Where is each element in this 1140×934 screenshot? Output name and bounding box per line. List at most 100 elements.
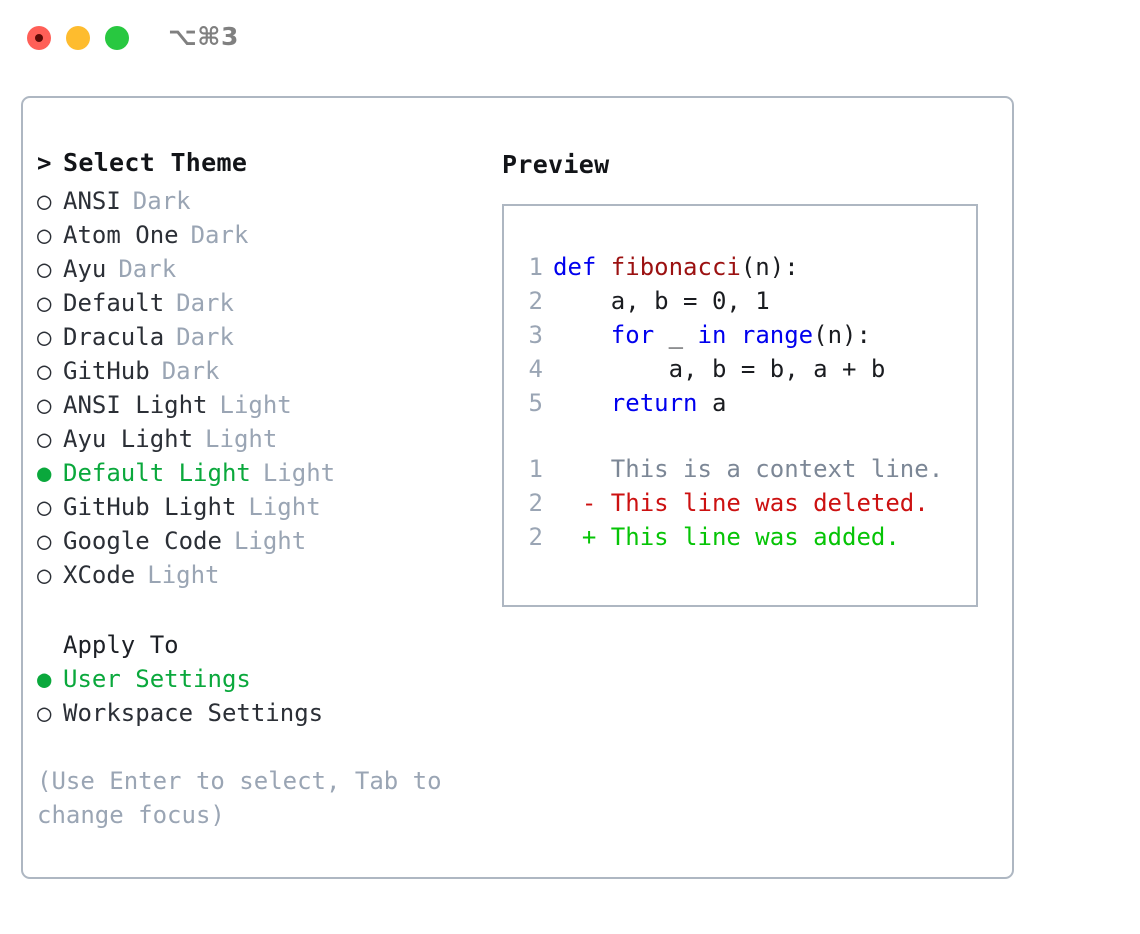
diff-text: This line was added.	[596, 523, 900, 551]
apply-to-list-item[interactable]: ○ Workspace Settings	[37, 696, 487, 730]
code-token: fibonacci	[610, 253, 741, 281]
radio-selected-icon: ●	[37, 665, 52, 693]
diff-line-number: 2	[528, 523, 543, 551]
diff-sample-block: 1 This is a context line.2 - This line w…	[504, 452, 976, 554]
theme-variant-tag: Light	[219, 391, 292, 419]
diff-line: 2 + This line was added.	[504, 520, 976, 554]
theme-variant-tag: Dark	[132, 187, 191, 215]
code-line-number: 4	[528, 355, 543, 383]
maximize-window-button[interactable]	[105, 26, 129, 50]
theme-variant-tag: Dark	[118, 255, 177, 283]
apply-to-spacer-icon	[37, 628, 63, 662]
theme-name-label: Ayu Light	[63, 425, 194, 453]
radio-selected-icon: ●	[37, 459, 52, 487]
window-titlebar: ⌥⌘3	[0, 0, 1140, 78]
diff-marker: +	[553, 523, 597, 551]
apply-to-list-item[interactable]: ● User Settings	[37, 662, 487, 696]
theme-variant-tag: Light	[233, 527, 307, 555]
code-line-number: 3	[528, 321, 543, 349]
theme-list-item[interactable]: ○ Dracula Dark	[37, 320, 487, 354]
theme-name-label: Default	[63, 289, 165, 317]
theme-list-item[interactable]: ○ Google Code Light	[37, 524, 487, 558]
diff-line: 2 - This line was deleted.	[504, 486, 976, 520]
theme-name-label: ANSI	[63, 187, 121, 215]
theme-name-label: Ayu	[63, 255, 107, 283]
code-token	[553, 318, 611, 352]
keyboard-hint-text: (Use Enter to select, Tab to change focu…	[37, 767, 442, 829]
prompt-caret-icon: >	[37, 149, 52, 177]
radio-unselected-icon: ○	[37, 323, 52, 351]
theme-variant-tag: Light	[205, 425, 278, 453]
theme-list-item[interactable]: ○ Default Dark	[37, 286, 487, 320]
theme-name-label: Google Code	[63, 527, 222, 555]
close-window-button[interactable]	[27, 26, 51, 50]
radio-unselected-icon: ○	[37, 187, 52, 215]
apply-to-list: ● User Settings ○ Workspace Settings	[37, 662, 487, 730]
theme-variant-tag: Dark	[176, 323, 234, 351]
theme-name-label: Default Light	[63, 459, 251, 487]
code-line-number: 5	[528, 389, 543, 417]
diff-text: This is a context line.	[596, 455, 944, 483]
code-line-number: 1	[528, 253, 543, 281]
apply-to-label: User Settings	[63, 665, 251, 693]
apply-to-label: Workspace Settings	[63, 699, 324, 727]
diff-line-number: 1	[528, 455, 543, 483]
apply-to-section: Apply To ● User Settings ○ Workspace Settin…	[37, 628, 487, 730]
code-line: 3 for _ in range(n):	[504, 318, 976, 352]
diff-text: This line was deleted.	[596, 489, 929, 517]
code-diff-spacer	[504, 420, 976, 452]
apply-to-header: Apply To	[37, 628, 487, 662]
radio-unselected-icon: ○	[37, 289, 52, 317]
theme-list-item[interactable]: ● Default Light Light	[37, 456, 487, 490]
theme-name-label: ANSI Light	[63, 391, 208, 419]
radio-unselected-icon: ○	[37, 561, 52, 589]
traffic-light-buttons	[27, 26, 129, 50]
diff-line: 1 This is a context line.	[504, 452, 976, 486]
radio-unselected-icon: ○	[37, 493, 52, 521]
radio-unselected-icon: ○	[37, 221, 52, 249]
minimize-window-button[interactable]	[66, 26, 90, 50]
theme-variant-tag: Light	[248, 493, 321, 521]
radio-unselected-icon: ○	[37, 255, 52, 283]
theme-variant-tag: Light	[262, 459, 336, 487]
code-token: a, b = 0, 1	[553, 287, 770, 315]
code-token: a, b = b, a + b	[553, 355, 886, 383]
theme-variant-tag: Light	[147, 561, 220, 589]
code-line: 4 a, b = b, a + b	[504, 352, 976, 386]
select-theme-title: Select Theme	[63, 148, 248, 177]
diff-line-number: 2	[528, 489, 543, 517]
theme-variant-tag: Dark	[176, 289, 234, 317]
theme-list-item[interactable]: ○ Ayu Dark	[37, 252, 487, 286]
keyboard-shortcut-label: ⌥⌘3	[168, 22, 239, 51]
code-token: return	[610, 389, 698, 417]
radio-unselected-icon: ○	[37, 527, 52, 555]
code-token: _	[654, 321, 698, 349]
code-token: a	[697, 389, 727, 417]
diff-marker: -	[553, 489, 597, 517]
code-token: range	[740, 321, 814, 349]
theme-list-item[interactable]: ○ ANSI Dark	[37, 184, 487, 218]
theme-name-label: GitHub	[63, 357, 150, 385]
code-token: (n):	[740, 253, 799, 281]
radio-unselected-icon: ○	[37, 357, 52, 385]
theme-name-label: Dracula	[63, 323, 165, 351]
radio-unselected-icon: ○	[37, 699, 52, 727]
code-token: (n):	[813, 321, 871, 349]
code-token	[726, 318, 740, 352]
code-line: 2 a, b = 0, 1	[504, 284, 976, 318]
preview-title: Preview	[502, 150, 610, 179]
theme-name-label: Atom One	[63, 221, 179, 249]
